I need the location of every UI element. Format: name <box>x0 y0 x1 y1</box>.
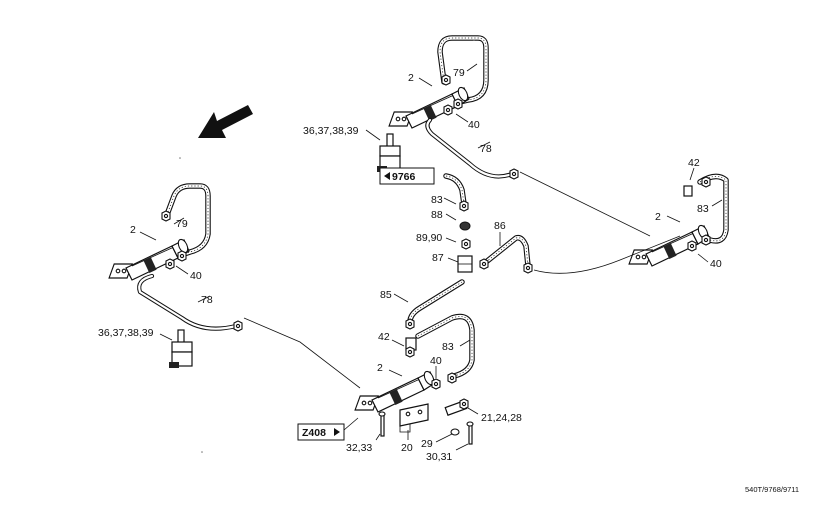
pipe-links <box>519 171 681 274</box>
label-e-20: 20 <box>401 442 413 454</box>
label-a-78: 78 <box>480 143 492 155</box>
ref-9766-label: 9766 <box>392 171 416 183</box>
label-a-36-39: 36,37,38,39 <box>303 125 359 137</box>
label-d-89-90: 89,90 <box>416 232 442 244</box>
label-c-83: 83 <box>697 203 709 215</box>
label-d-83: 83 <box>431 194 443 206</box>
label-b-78: 78 <box>201 294 213 306</box>
assembly-center-fittings <box>393 173 533 330</box>
label-c-42: 42 <box>688 157 700 169</box>
assembly-top <box>365 35 519 180</box>
ref-z408-label: Z408 <box>302 427 326 439</box>
label-a-2: 2 <box>408 72 414 84</box>
label-b-36-39: 36,37,38,39 <box>98 327 154 339</box>
arrow-down-left-icon <box>198 105 253 138</box>
label-b-79: 79 <box>176 218 188 230</box>
assembly-right <box>628 167 729 267</box>
label-e-83: 83 <box>442 341 454 353</box>
label-a-40: 40 <box>468 119 480 131</box>
reference-z408: Z408 <box>297 423 345 441</box>
reference-9766: 9766 <box>379 167 435 185</box>
label-b-2: 2 <box>130 224 136 236</box>
label-e-32-33: 32,33 <box>346 442 372 454</box>
label-e-21-24-28: 21,24,28 <box>481 412 522 424</box>
label-a-79: 79 <box>453 67 465 79</box>
label-b-40: 40 <box>190 270 202 282</box>
label-e-2: 2 <box>377 362 383 374</box>
label-e-40: 40 <box>430 355 442 367</box>
label-d-88: 88 <box>431 209 443 221</box>
label-e-29: 29 <box>421 438 433 450</box>
assembly-left <box>108 183 243 368</box>
label-e-30-31: 30,31 <box>426 451 452 463</box>
label-d-86: 86 <box>494 220 506 232</box>
label-d-87: 87 <box>432 252 444 264</box>
label-d-85: 85 <box>380 289 392 301</box>
assembly-bottom <box>243 313 479 451</box>
drawing-code: 540T/9768/9711 <box>745 485 799 494</box>
label-c-40: 40 <box>710 258 722 270</box>
label-c-2: 2 <box>655 211 661 223</box>
label-e-42: 42 <box>378 331 390 343</box>
